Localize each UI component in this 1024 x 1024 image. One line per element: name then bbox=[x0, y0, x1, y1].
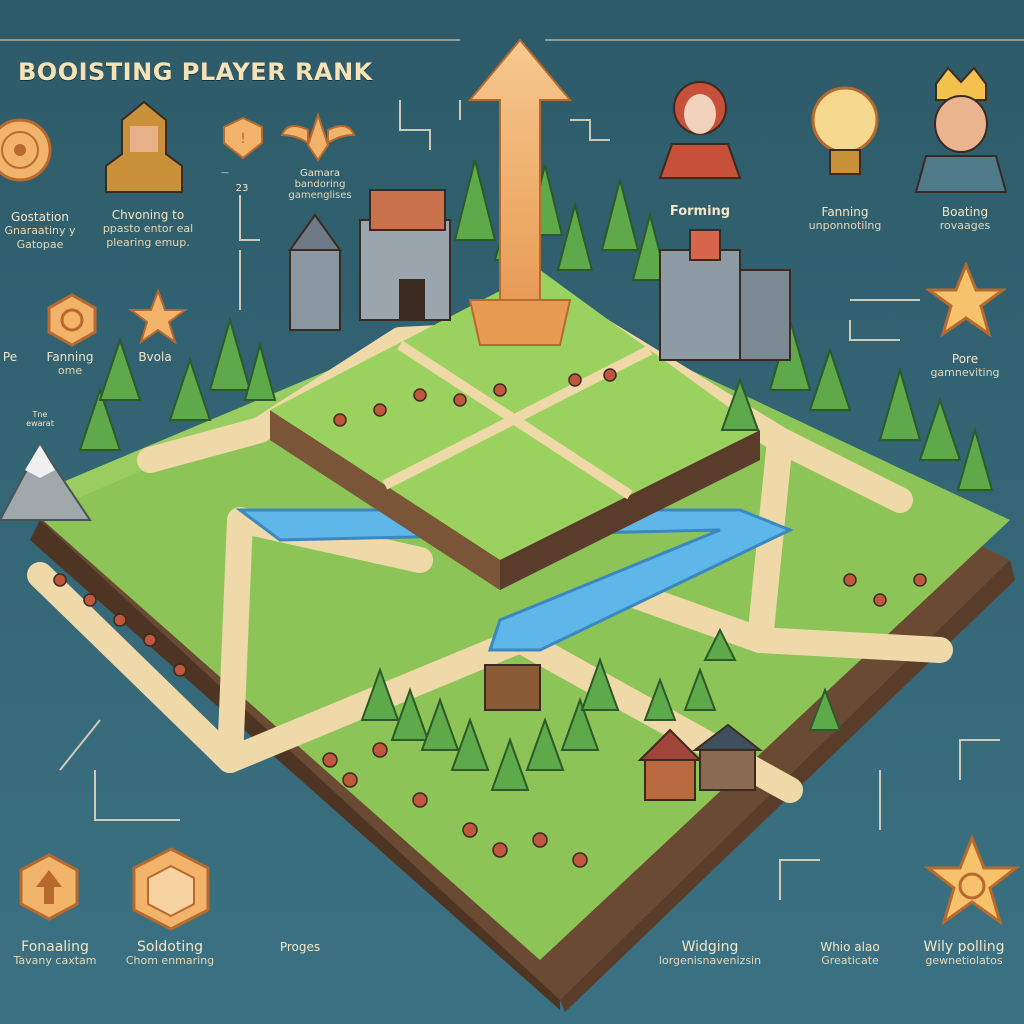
svg-text:!: ! bbox=[240, 131, 246, 147]
castle-left bbox=[288, 189, 451, 331]
caption-top-left-1: Gostation Gnaraatiny y Gatopae bbox=[4, 210, 76, 251]
caption-left-mid-1: Pe bbox=[2, 350, 18, 364]
caption-bottom-6: Wily polling gewnetiolatos bbox=[923, 939, 1005, 967]
hexagon-badge-icon bbox=[47, 293, 97, 347]
caption-top-small: Gamara bandoring gamenglises bbox=[288, 168, 352, 201]
king-portrait-icon bbox=[914, 66, 1008, 193]
page-title: BOOISTING PLAYER RANK bbox=[18, 58, 373, 86]
caption-top-small-label: — bbox=[221, 168, 229, 177]
caption-top-left-2: Chvoning to ppasto entor eal plearing em… bbox=[102, 208, 194, 249]
treasure-chest bbox=[484, 664, 541, 711]
caption-bottom-3: Proges bbox=[279, 940, 321, 954]
tree-cluster bbox=[78, 159, 994, 791]
caption-farming-mid: Fanning unponnotilng bbox=[808, 205, 882, 232]
caption-bottom-2: Soldoting Chom enmaring bbox=[125, 939, 215, 967]
caption-farming-top: Forming bbox=[669, 204, 731, 219]
star-gold-icon bbox=[926, 262, 1006, 338]
shield-badge-icon: ! bbox=[223, 116, 263, 160]
castle-right bbox=[659, 229, 791, 361]
woman-portrait-icon bbox=[658, 81, 742, 179]
connector-lines bbox=[59, 100, 1000, 900]
caption-bottom-1: Fonaaling Tavany caxtam bbox=[13, 939, 97, 967]
star-gold-icon bbox=[924, 834, 1020, 926]
village-houses bbox=[637, 723, 763, 801]
caption-boosting-top: Boating rovaages bbox=[939, 205, 991, 232]
caption-bottom-4: Widging lorgenisnavenizsin bbox=[658, 939, 762, 967]
character-crowd bbox=[53, 368, 927, 868]
caption-right-mid: Pore gamneviting bbox=[930, 352, 1000, 379]
central-up-arrow bbox=[467, 38, 573, 346]
star-badge-icon bbox=[128, 288, 188, 345]
knight-portrait-icon bbox=[105, 100, 183, 193]
caption-bottom-5: Whio alao Greaticate bbox=[820, 940, 880, 967]
target-web-icon bbox=[0, 118, 52, 182]
caption-left-mid-2: Fanning ome bbox=[46, 350, 94, 377]
shield-arrow-icon bbox=[19, 853, 79, 921]
caption-left-small: Tne ewarat bbox=[26, 410, 54, 428]
winged-emblem-icon bbox=[280, 111, 356, 162]
caption-top-small-number: 23 bbox=[235, 183, 249, 194]
lightbulb-icon bbox=[811, 86, 879, 175]
caption-left-mid-3: Bvola bbox=[138, 350, 172, 364]
crest-badge-icon bbox=[132, 847, 210, 931]
